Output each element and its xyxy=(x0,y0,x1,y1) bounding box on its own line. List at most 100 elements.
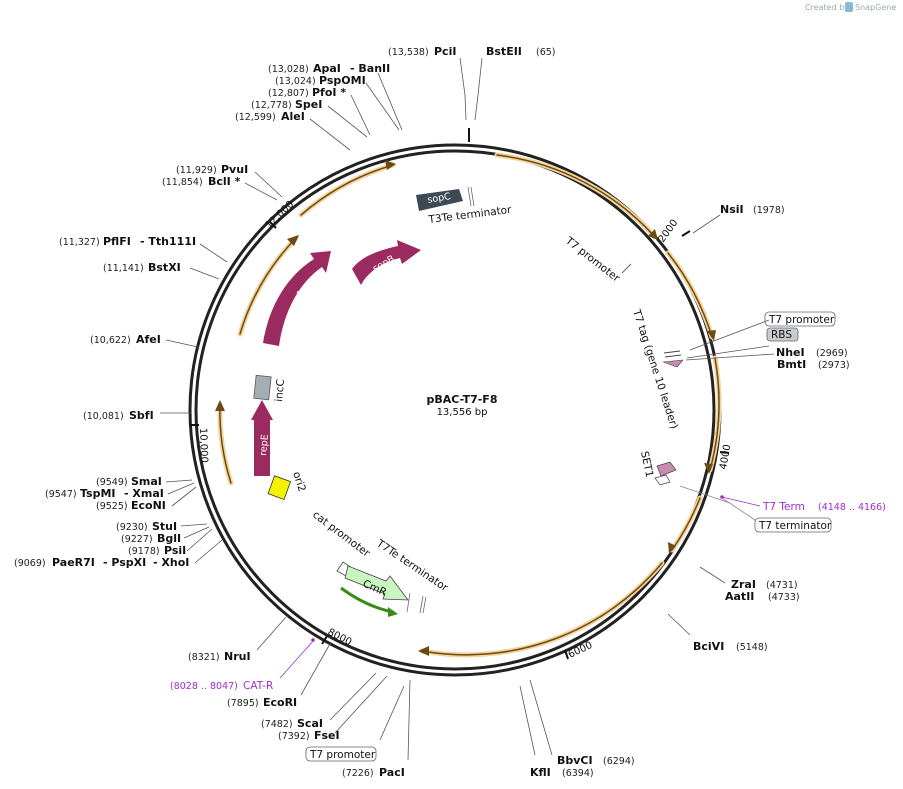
site-ecori-pos: (7895) xyxy=(227,698,259,709)
feature-t7-promoter-inner-label: T7 promoter xyxy=(562,234,622,285)
site-apai-pos: (13,028) xyxy=(268,64,309,75)
site-bsteii[interactable]: BstEII xyxy=(486,45,522,58)
site-zrai[interactable]: ZraI xyxy=(731,578,756,591)
feature-set1[interactable] xyxy=(654,461,677,486)
t7-promoter-callout-box[interactable] xyxy=(764,311,836,327)
site-pspxi[interactable]: - PspXI xyxy=(103,556,146,569)
site-bbvci[interactable]: BbvCI xyxy=(557,754,593,767)
site-banii[interactable]: - BanII xyxy=(350,62,390,75)
site-nrui[interactable]: NruI xyxy=(224,650,251,663)
callout-t7-promoter-bottom: T7 promoter xyxy=(309,749,376,761)
site-alei[interactable]: AleI xyxy=(281,110,305,123)
t7-terminator-box[interactable] xyxy=(754,517,832,533)
feature-incc-label: incC xyxy=(273,379,287,403)
site-aatii[interactable]: AatII xyxy=(725,590,754,603)
site-ecori[interactable]: EcoRI xyxy=(263,696,297,709)
callout-t7-term-name: T7 Term xyxy=(762,501,805,513)
site-xmai[interactable]: - XmaI xyxy=(124,487,164,500)
feature-sopc-label: sopC xyxy=(427,191,452,206)
site-pvui-pos: (11,929) xyxy=(176,165,217,176)
feature-repe[interactable]: repE xyxy=(251,400,273,476)
site-tth111i[interactable]: - Tth111I xyxy=(140,235,196,248)
site-sbfi-pos: (10,081) xyxy=(83,411,124,422)
t3te-terminator-marker xyxy=(467,186,475,207)
site-tspmi-pos: (9547) xyxy=(45,489,77,500)
site-afei[interactable]: AfeI xyxy=(136,333,161,346)
feature-cmr[interactable]: CmR xyxy=(340,565,409,617)
site-psii-pos: (9178) xyxy=(128,546,160,557)
feature-cat-promoter-label: cat promoter xyxy=(310,509,372,560)
site-bgli[interactable]: BglI xyxy=(157,532,181,545)
site-kfli[interactable]: KflI xyxy=(530,766,551,779)
site-bmti[interactable]: BmtI xyxy=(777,358,806,371)
site-kfli-pos: (6394) xyxy=(562,768,594,779)
feature-incc[interactable] xyxy=(253,374,272,401)
site-econi-pos: (9525) xyxy=(96,501,128,512)
t7-tag-marker xyxy=(662,350,684,368)
site-sbfi[interactable]: SbfI xyxy=(129,409,154,422)
site-pvui[interactable]: PvuI xyxy=(221,163,248,176)
site-stui-pos: (9230) xyxy=(116,522,148,533)
site-bbvci-pos: (6294) xyxy=(603,756,635,767)
backbone-inner-strand xyxy=(194,149,716,671)
feature-ori2-label: ori2 xyxy=(290,470,308,493)
callout-cat-r-pos: (8028 .. 8047) xyxy=(170,681,238,692)
site-fsei[interactable]: FseI xyxy=(314,729,340,742)
site-scai[interactable]: ScaI xyxy=(297,717,323,730)
site-pflfi[interactable]: PflFI xyxy=(103,235,131,248)
tick-label-4000: 4000 xyxy=(718,444,733,471)
orf-arrowheads xyxy=(215,160,716,656)
site-zrai-pos: (4731) xyxy=(766,580,798,591)
site-econi[interactable]: EcoNI xyxy=(131,499,166,512)
site-pcii[interactable]: PciI xyxy=(434,45,456,58)
site-psii[interactable]: PsiI xyxy=(164,544,186,557)
site-afei-pos: (10,622) xyxy=(90,335,131,346)
site-bcivi-pos: (5148) xyxy=(736,642,768,653)
feature-sopc[interactable]: sopC xyxy=(416,189,463,211)
site-stui[interactable]: StuI xyxy=(152,520,177,533)
site-bstxi[interactable]: BstXI xyxy=(148,261,181,274)
t7-promoter-inner-marker xyxy=(621,263,632,274)
site-nhei-pos: (2969) xyxy=(816,348,848,359)
site-bstxi-pos: (11,141) xyxy=(103,263,144,274)
feature-ori2[interactable] xyxy=(267,475,292,500)
site-pfoi[interactable]: PfoI * xyxy=(312,86,346,99)
callout-cat-r-name: CAT-R xyxy=(243,680,273,692)
site-spei-pos: (12,778) xyxy=(251,100,292,111)
t7-terminator-leader-2 xyxy=(721,497,759,523)
site-nsii[interactable]: NsiI xyxy=(720,203,744,216)
site-pspomi[interactable]: PspOMI xyxy=(319,74,366,87)
site-bsteii-pos: (65) xyxy=(536,47,556,58)
feature-sopb[interactable]: sopB xyxy=(352,240,421,285)
site-tspmi[interactable]: TspMI xyxy=(80,487,116,500)
site-paer7i[interactable]: PaeR7I xyxy=(52,556,95,569)
site-spei[interactable]: SpeI xyxy=(295,98,322,111)
site-paci[interactable]: PacI xyxy=(379,766,405,779)
site-pspomi-pos: (13,024) xyxy=(275,76,316,87)
orf-arrows xyxy=(217,152,722,658)
site-fsei-pos: (7392) xyxy=(278,731,310,742)
cat-r-marker xyxy=(311,638,315,642)
feature-t3te-terminator-label: T3Te terminator xyxy=(427,204,513,226)
credit-brand: SnapGene xyxy=(855,3,896,12)
callout-rbs: RBS xyxy=(771,329,792,341)
callout-t7-promoter-top: T7 promoter xyxy=(768,314,835,326)
site-smai-pos: (9549) xyxy=(96,477,128,488)
tick-label-12000: 12,000 xyxy=(263,199,296,231)
site-xhoi[interactable]: - XhoI xyxy=(153,556,189,569)
rbs-callout-box[interactable] xyxy=(766,327,799,342)
plasmid-name: pBAC-T7-F8 xyxy=(427,393,498,406)
t7-terminator-leader xyxy=(679,485,731,504)
site-nhei[interactable]: NheI xyxy=(776,346,805,359)
t7te-terminator-marker xyxy=(406,592,427,614)
site-smai[interactable]: SmaI xyxy=(131,475,162,488)
site-bcivi[interactable]: BciVI xyxy=(693,640,724,653)
site-bcli[interactable]: BclI * xyxy=(208,175,241,188)
tick-label-10000: 10,000 xyxy=(197,428,209,463)
site-alei-pos: (12,599) xyxy=(235,112,276,123)
credit-text: Created by xyxy=(805,3,849,12)
site-paci-pos: (7226) xyxy=(342,768,374,779)
t7-promoter-bottom-box[interactable] xyxy=(305,746,377,762)
site-apai[interactable]: ApaI xyxy=(313,62,341,75)
